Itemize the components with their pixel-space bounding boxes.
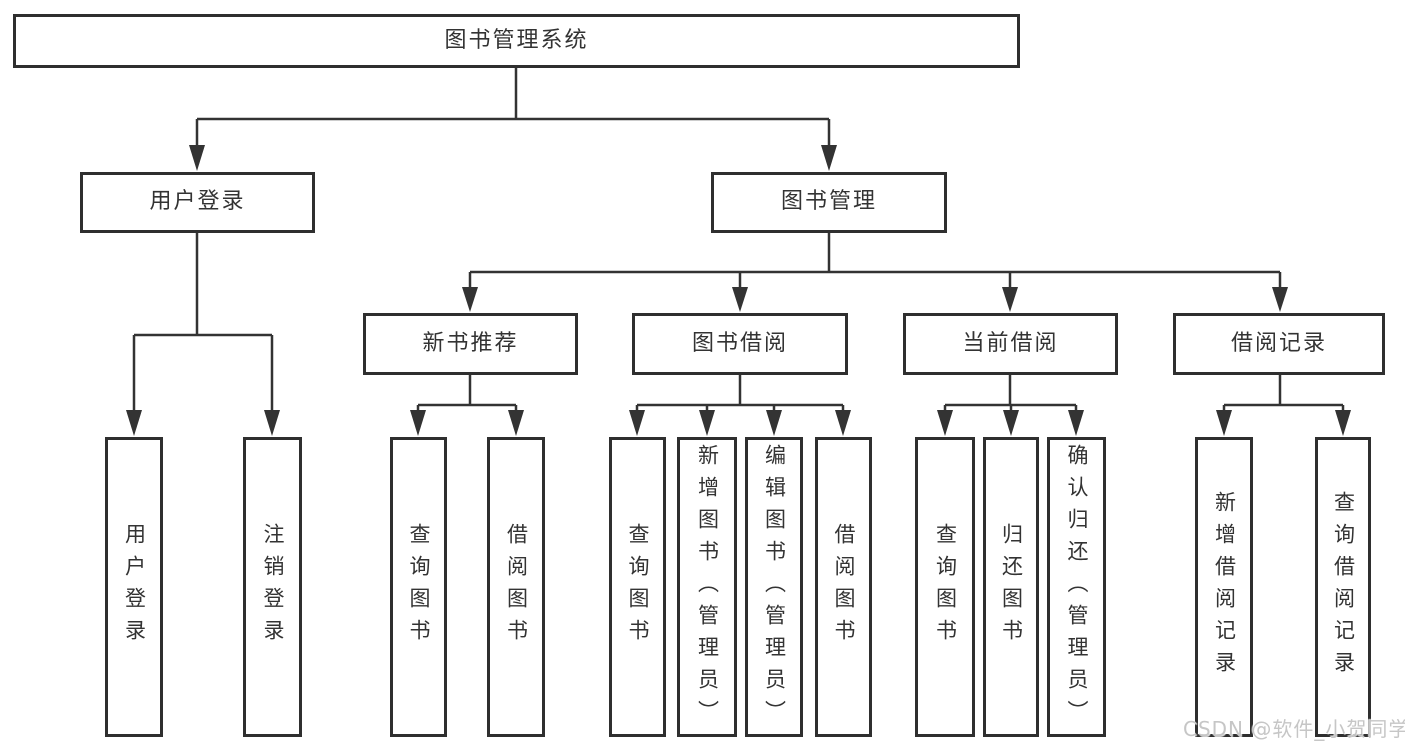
leaf-borrow-book: 借阅图书 <box>815 437 872 737</box>
leaf-confirm-return-admin: 确认归还（管理员） <box>1047 437 1106 737</box>
csdn-watermark: CSDN @软件_小贺同学 <box>1183 717 1405 741</box>
leaf-query-book-recommend: 查询图书 <box>390 437 447 737</box>
leaf-user-login: 用户登录 <box>105 437 163 737</box>
node-root-system: 图书管理系统 <box>13 14 1020 68</box>
node-user-login: 用户登录 <box>80 172 315 233</box>
node-book-management: 图书管理 <box>711 172 947 233</box>
leaf-query-book-borrow: 查询图书 <box>609 437 666 737</box>
leaf-return-book: 归还图书 <box>983 437 1039 737</box>
leaf-add-book-admin: 新增图书（管理员） <box>677 437 737 737</box>
node-book-borrow: 图书借阅 <box>632 313 848 375</box>
leaf-query-borrow-record: 查询借阅记录 <box>1315 437 1371 737</box>
leaf-borrow-book-recommend: 借阅图书 <box>487 437 545 737</box>
leaf-query-book-current: 查询图书 <box>915 437 975 737</box>
node-borrow-records: 借阅记录 <box>1173 313 1385 375</box>
leaf-add-borrow-record: 新增借阅记录 <box>1195 437 1253 737</box>
node-new-book-recommend: 新书推荐 <box>363 313 578 375</box>
node-current-borrow: 当前借阅 <box>903 313 1118 375</box>
leaf-edit-book-admin: 编辑图书（管理员） <box>745 437 803 737</box>
leaf-logout-login: 注销登录 <box>243 437 302 737</box>
